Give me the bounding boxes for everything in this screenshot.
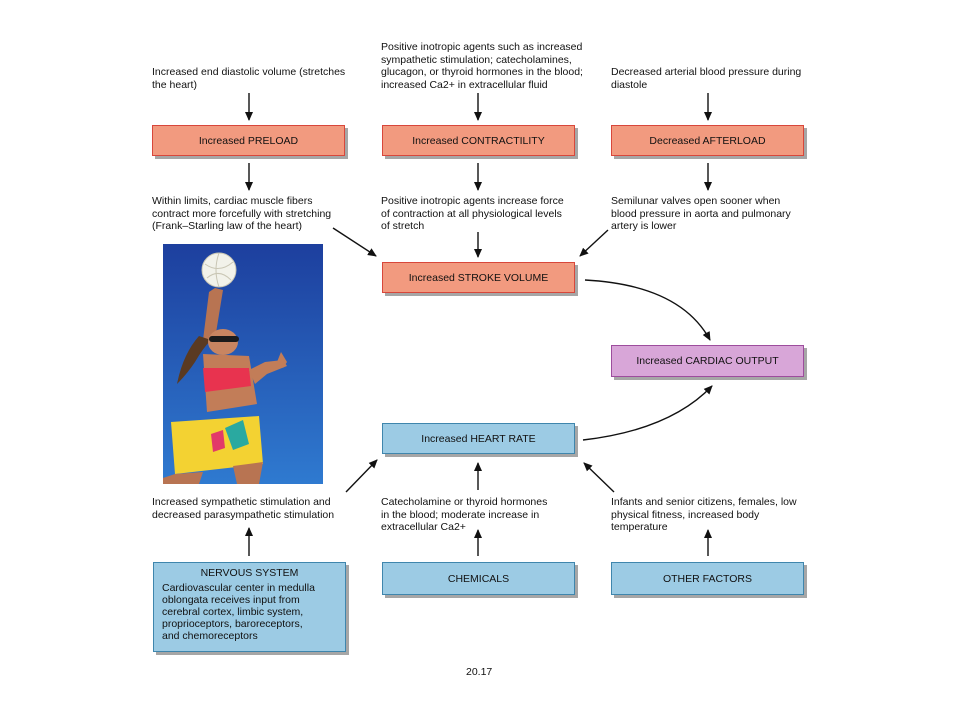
semilunar-valves-text: Semilunar valves open sooner when blood … bbox=[611, 195, 791, 232]
frank-starling-text: Within limits, cardiac muscle fibers con… bbox=[152, 195, 332, 232]
other-factors-box: OTHER FACTORS bbox=[611, 562, 804, 595]
sympathetic-stimulation-text: Increased sympathetic stimulation and de… bbox=[152, 496, 335, 521]
arrow-heart-rate-to-cardiac-output bbox=[582, 385, 713, 441]
afterload-box: Decreased AFTERLOAD bbox=[611, 125, 804, 156]
catecholamine-text: Catecholamine or thyroid hormones in the… bbox=[381, 496, 548, 533]
nervous-system-box: NERVOUS SYSTEM Cardiovascular center in … bbox=[153, 562, 346, 652]
cardiac-output-box: Increased CARDIAC OUTPUT bbox=[611, 345, 804, 377]
heart-rate-box: Increased HEART RATE bbox=[382, 423, 575, 454]
nervous-system-description: Cardiovascular center in medulla oblonga… bbox=[162, 582, 315, 642]
end-diastolic-volume-text: Increased end diastolic volume (stretche… bbox=[152, 66, 346, 91]
preload-box: Increased PRELOAD bbox=[152, 125, 345, 156]
arterial-pressure-text: Decreased arterial blood pressure during… bbox=[611, 66, 802, 91]
arrow-frank-starling-to-stroke-volume bbox=[332, 227, 377, 257]
chemicals-box: CHEMICALS bbox=[382, 562, 575, 595]
arrow-sympathetic-to-heart-rate bbox=[345, 459, 378, 493]
stroke-volume-box: Increased STROKE VOLUME bbox=[382, 262, 575, 293]
inotropic-agents-text: Positive inotropic agents such as increa… bbox=[381, 41, 583, 91]
volleyball-athlete-photo bbox=[163, 244, 323, 484]
nervous-system-title: NERVOUS SYSTEM bbox=[200, 567, 299, 579]
other-factors-text: Infants and senior citizens, females, lo… bbox=[611, 496, 797, 533]
arrow-stroke-volume-to-cardiac-output bbox=[584, 279, 711, 341]
arrow-semilunar-to-stroke-volume bbox=[579, 229, 609, 257]
inotropic-force-text: Positive inotropic agents increase force… bbox=[381, 195, 564, 232]
contractility-box: Increased CONTRACTILITY bbox=[382, 125, 575, 156]
figure-label: 20.17 bbox=[466, 666, 493, 678]
arrow-infants-to-heart-rate bbox=[583, 462, 615, 493]
